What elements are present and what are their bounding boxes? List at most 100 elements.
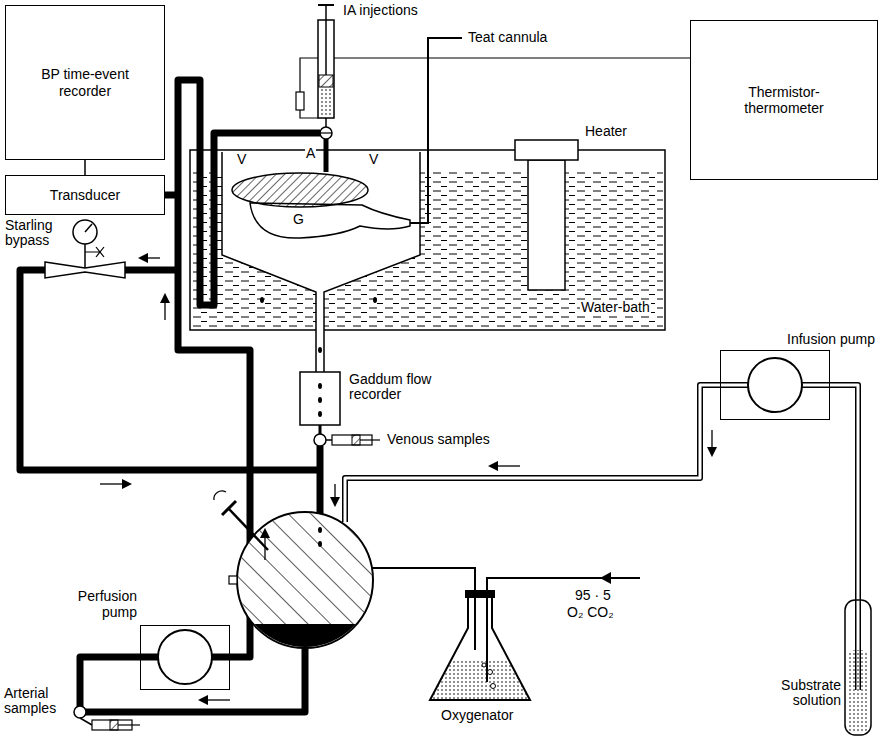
perfusion-tubing <box>324 139 329 172</box>
pump-rotors <box>158 630 212 684</box>
flow-arrow <box>100 483 130 484</box>
part-label: Gaddum flow recorder <box>348 372 442 403</box>
thermometer-box: Thermistor-thermometer <box>690 20 878 180</box>
perfusion-tubing <box>165 192 178 199</box>
part-label: IA injections <box>342 3 419 18</box>
stopcock <box>320 127 332 139</box>
perfusion-tubing <box>125 267 178 274</box>
oxygenator-flask <box>600 572 611 584</box>
oxygenator-flask <box>372 568 475 650</box>
oxygenator-flask <box>491 684 496 689</box>
substrate-tube <box>845 600 871 735</box>
thermistor-lead <box>296 92 304 110</box>
stopcock <box>320 132 332 133</box>
venous-sampler <box>314 434 326 446</box>
node-label: Transducer <box>50 187 120 203</box>
part-label: Oxygenator <box>440 708 514 723</box>
vessel-label: V <box>236 152 247 167</box>
oxygenator-flask <box>487 578 640 682</box>
part-label: Venous samples <box>386 432 491 447</box>
reservoir <box>318 541 322 547</box>
oxygenator-flask <box>482 663 486 667</box>
reservoir <box>214 491 373 654</box>
part-label: Teat cannula <box>467 30 548 45</box>
starling-bypass <box>85 247 104 257</box>
oxygenator-flask <box>372 568 640 700</box>
pump-box: Perfusion pump <box>140 625 230 690</box>
gaddum-recorder <box>319 425 322 434</box>
arterial-sampler <box>80 718 92 725</box>
injection-syringe <box>318 20 334 118</box>
node-label: Thermistor-thermometer <box>729 84 839 116</box>
flow-arrow <box>334 484 335 505</box>
teat-cannula <box>410 38 462 223</box>
substrate-tube <box>845 600 871 735</box>
vessel-label: V <box>368 152 379 167</box>
oxygenator-flask <box>465 590 495 598</box>
heater <box>528 160 565 290</box>
infusion-tubing <box>802 385 858 690</box>
organ-bath <box>260 297 264 303</box>
heater <box>515 140 578 160</box>
injection-syringe <box>325 5 327 75</box>
oxygenator-flask <box>474 596 476 650</box>
starling-bypass <box>45 262 125 278</box>
arterial-sampler <box>110 720 118 730</box>
venous-sampler <box>314 434 380 446</box>
thermistor-lead <box>300 58 690 92</box>
flow-arrow <box>711 430 712 455</box>
injection-syringe <box>325 20 327 75</box>
reservoir <box>214 491 226 500</box>
oxygenator-flask <box>430 596 530 700</box>
gland-label: G <box>292 212 305 227</box>
gaddum-recorder <box>318 383 322 389</box>
oxygenator-flask <box>488 670 493 675</box>
starling-bypass <box>73 220 97 244</box>
connector <box>84 160 86 175</box>
mammary-gland <box>232 173 368 207</box>
recorder-box: BP time-event recorder <box>5 5 165 160</box>
substrate-tube <box>847 650 869 733</box>
gaddum-recorder <box>300 372 340 425</box>
gaddum-recorder <box>318 397 322 403</box>
perfusion-tubing <box>317 446 324 514</box>
infusion-tubing <box>802 385 858 690</box>
flow-arrow <box>490 465 520 466</box>
injection-syringe <box>319 87 333 117</box>
flow-arrow <box>200 699 230 700</box>
organ-bath <box>373 297 377 303</box>
node-label: Infusion pump <box>787 331 875 347</box>
node-label: Perfusion pump <box>69 588 137 620</box>
starling-bypass <box>84 244 86 268</box>
teat-cannula <box>410 38 462 223</box>
gaddum-recorder <box>300 372 340 434</box>
reservoir <box>229 576 237 584</box>
mammary-gland <box>250 203 410 238</box>
part-label: Water-bath <box>580 300 651 315</box>
infusion-tubing <box>345 385 858 690</box>
organ-bath <box>222 152 420 372</box>
organ-bath <box>318 347 322 353</box>
flow-arrow <box>264 530 265 560</box>
injection-syringe <box>318 5 334 127</box>
venous-sampler <box>360 439 380 440</box>
part-label: Starling bypass <box>4 218 68 249</box>
part-label: Substrate solution <box>768 678 842 709</box>
oxygenator-flask <box>430 660 530 700</box>
heater <box>515 140 578 290</box>
part-label: Heater <box>584 124 628 139</box>
transducer-box: Transducer <box>5 175 165 215</box>
thermistor-lead <box>300 110 318 118</box>
venous-sampler <box>326 439 332 441</box>
vessel-label: A <box>305 146 316 161</box>
infusion-tubing <box>345 385 748 522</box>
perfusion-tubing <box>20 270 320 470</box>
pump-rotors <box>748 358 802 412</box>
flow-arrow <box>100 258 712 700</box>
arterial-sampler <box>118 724 140 725</box>
flow-arrow <box>164 295 165 320</box>
stopcock <box>320 127 332 139</box>
arterial-sampler <box>74 706 86 718</box>
starling-bypass <box>85 224 92 232</box>
gas-label: 95 · 5 <box>574 588 612 603</box>
